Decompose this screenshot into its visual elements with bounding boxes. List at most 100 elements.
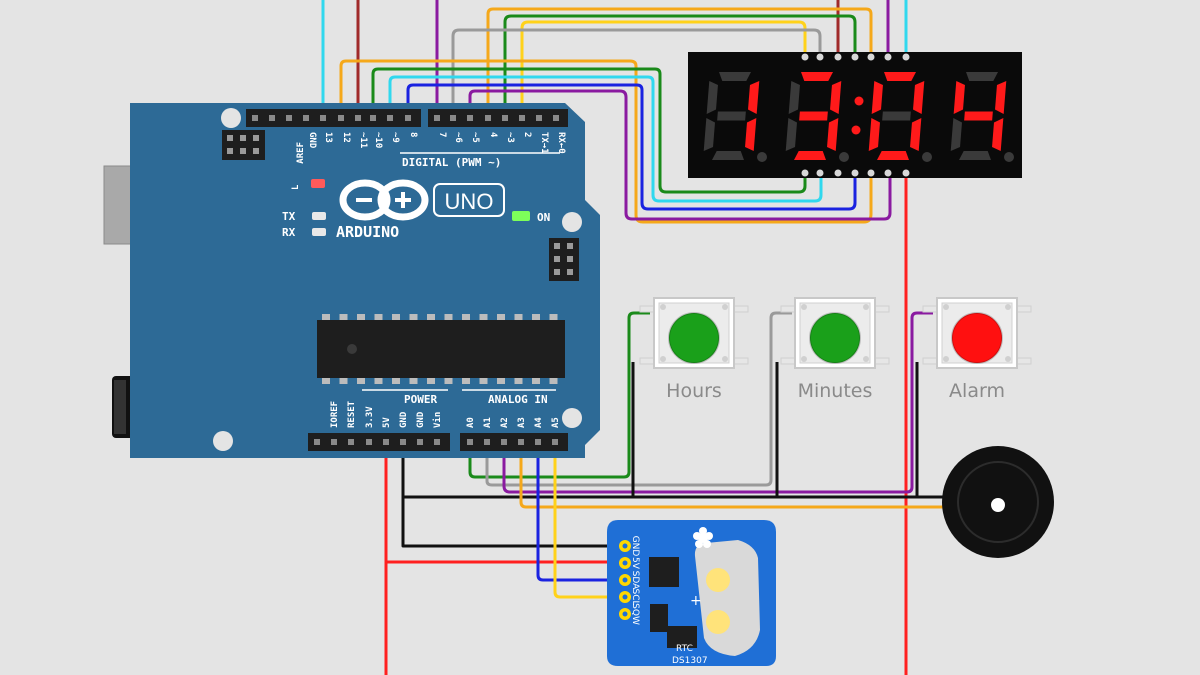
wire-yellow-d2[interactable] [520, 20, 807, 118]
rtc-chip-name: DS1307 [672, 656, 708, 666]
buzzer[interactable] [942, 446, 1054, 558]
digital-pin-hole[interactable] [553, 115, 559, 121]
digital-pin-hole[interactable] [450, 115, 456, 121]
wire-orange-buzzer[interactable] [519, 440, 950, 509]
power-pin-label: 3.3V [365, 406, 375, 428]
pushbutton-hours[interactable]: Hours [639, 297, 749, 402]
digital-header-2 [428, 109, 568, 127]
header-pin-hole[interactable] [501, 439, 507, 445]
atmega-chip [317, 320, 565, 378]
digital-pin-label: ~11 [358, 132, 368, 148]
digital-pin-label: 8 [408, 132, 418, 137]
digital-pin-hole[interactable] [405, 115, 411, 121]
digital-pin-hole[interactable] [269, 115, 275, 121]
on-led [512, 211, 530, 221]
digital-pin-label: 4 [488, 132, 498, 138]
wire-black-rtc-gnd[interactable] [401, 497, 622, 548]
wire-green-d10[interactable] [371, 67, 807, 194]
power-pin-label: 5V [382, 417, 392, 428]
digital-pin-hole[interactable] [286, 115, 292, 121]
digital-pin-hole[interactable] [387, 115, 393, 121]
uno-text: UNO [445, 189, 494, 214]
display-decimal-point [1004, 152, 1014, 162]
analog-pin-label: A3 [517, 417, 527, 428]
arduino-logo-text: ARDUINO [336, 223, 399, 241]
mount-hole-4 [562, 408, 582, 428]
rtc-chip [649, 557, 679, 587]
header-pin-hole[interactable] [417, 439, 423, 445]
wire-purple-d5[interactable] [468, 89, 892, 221]
header-pin-hole[interactable] [518, 439, 524, 445]
digital-pin-hole[interactable] [536, 115, 542, 121]
wire-blue-d8[interactable] [406, 83, 857, 211]
header-pin-hole[interactable] [484, 439, 490, 445]
display-segment [827, 118, 839, 151]
wire-orange-d4[interactable] [486, 7, 873, 118]
wire-green-d3[interactable] [503, 14, 857, 118]
display-segment [966, 72, 998, 81]
pushbutton-minutes[interactable]: Minutes [780, 297, 890, 402]
digital-pin-hole[interactable] [355, 115, 361, 121]
header-pin-hole[interactable] [467, 439, 473, 445]
uno-badge [433, 183, 505, 217]
header-pin-hole[interactable] [331, 439, 337, 445]
digital-pin-label: ~3 [505, 132, 515, 143]
wire-orange-d12[interactable] [339, 59, 873, 224]
power-pin-label: RESET [347, 400, 357, 428]
display-segment [745, 118, 757, 151]
seven-segment-display[interactable] [688, 52, 1022, 178]
battery-contact-2 [706, 610, 730, 634]
digital-pin-hole[interactable] [338, 115, 344, 121]
digital-pin-hole[interactable] [502, 115, 508, 121]
wire-purple-a2[interactable] [502, 311, 933, 494]
power-label: POWER [404, 393, 437, 406]
digital-pin-hole[interactable] [320, 115, 326, 121]
digital-pin-hole[interactable] [467, 115, 473, 121]
display-segment [712, 151, 744, 160]
header-pin-hole[interactable] [552, 439, 558, 445]
chip-notch [347, 344, 357, 354]
display-decimal-point [922, 152, 932, 162]
wire-gray-a1[interactable] [485, 311, 792, 487]
digital-pin-hole[interactable] [519, 115, 525, 121]
digital-pin-hole[interactable] [303, 115, 309, 121]
button-cap[interactable] [951, 312, 1003, 364]
digital-pin-label: 12 [341, 132, 351, 143]
header-pin-hole[interactable] [434, 439, 440, 445]
display-segment [868, 118, 880, 151]
wire-yellow-scl[interactable] [553, 440, 622, 599]
digital-pin-hole[interactable] [434, 115, 440, 121]
adafruit-logo-icon [693, 527, 713, 548]
rtc-pin-label: SCL [630, 588, 640, 605]
aref-label: AREF [296, 142, 306, 164]
button-cap[interactable] [809, 312, 861, 364]
display-decimal-point [839, 152, 849, 162]
wire-blue-sda[interactable] [536, 440, 622, 582]
digital-pin-label: GND [307, 132, 317, 149]
digital-pin-label: ~6 [453, 132, 463, 143]
header-pin-hole[interactable] [366, 439, 372, 445]
button-cap[interactable] [668, 312, 720, 364]
pushbutton-alarm[interactable]: Alarm [922, 297, 1032, 402]
arduino-logo-icon [339, 179, 429, 221]
mount-hole-2 [562, 212, 582, 232]
l-led [311, 179, 325, 188]
power-pin-label: GND [416, 411, 426, 428]
digital-pin-hole[interactable] [370, 115, 376, 121]
header-pin-hole[interactable] [348, 439, 354, 445]
header-pin-hole[interactable] [383, 439, 389, 445]
digital-pin-hole[interactable] [252, 115, 258, 121]
digital-pin-hole[interactable] [485, 115, 491, 121]
wire-green-a0[interactable] [468, 311, 650, 479]
wire-gray-d6[interactable] [451, 28, 822, 118]
header-pin-hole[interactable] [314, 439, 320, 445]
header-pin-hole[interactable] [535, 439, 541, 445]
header-pin-hole[interactable] [400, 439, 406, 445]
wire-cyan-d9[interactable] [388, 75, 823, 203]
rtc-pin-label: SQW [630, 603, 640, 625]
display-segment [953, 81, 965, 114]
